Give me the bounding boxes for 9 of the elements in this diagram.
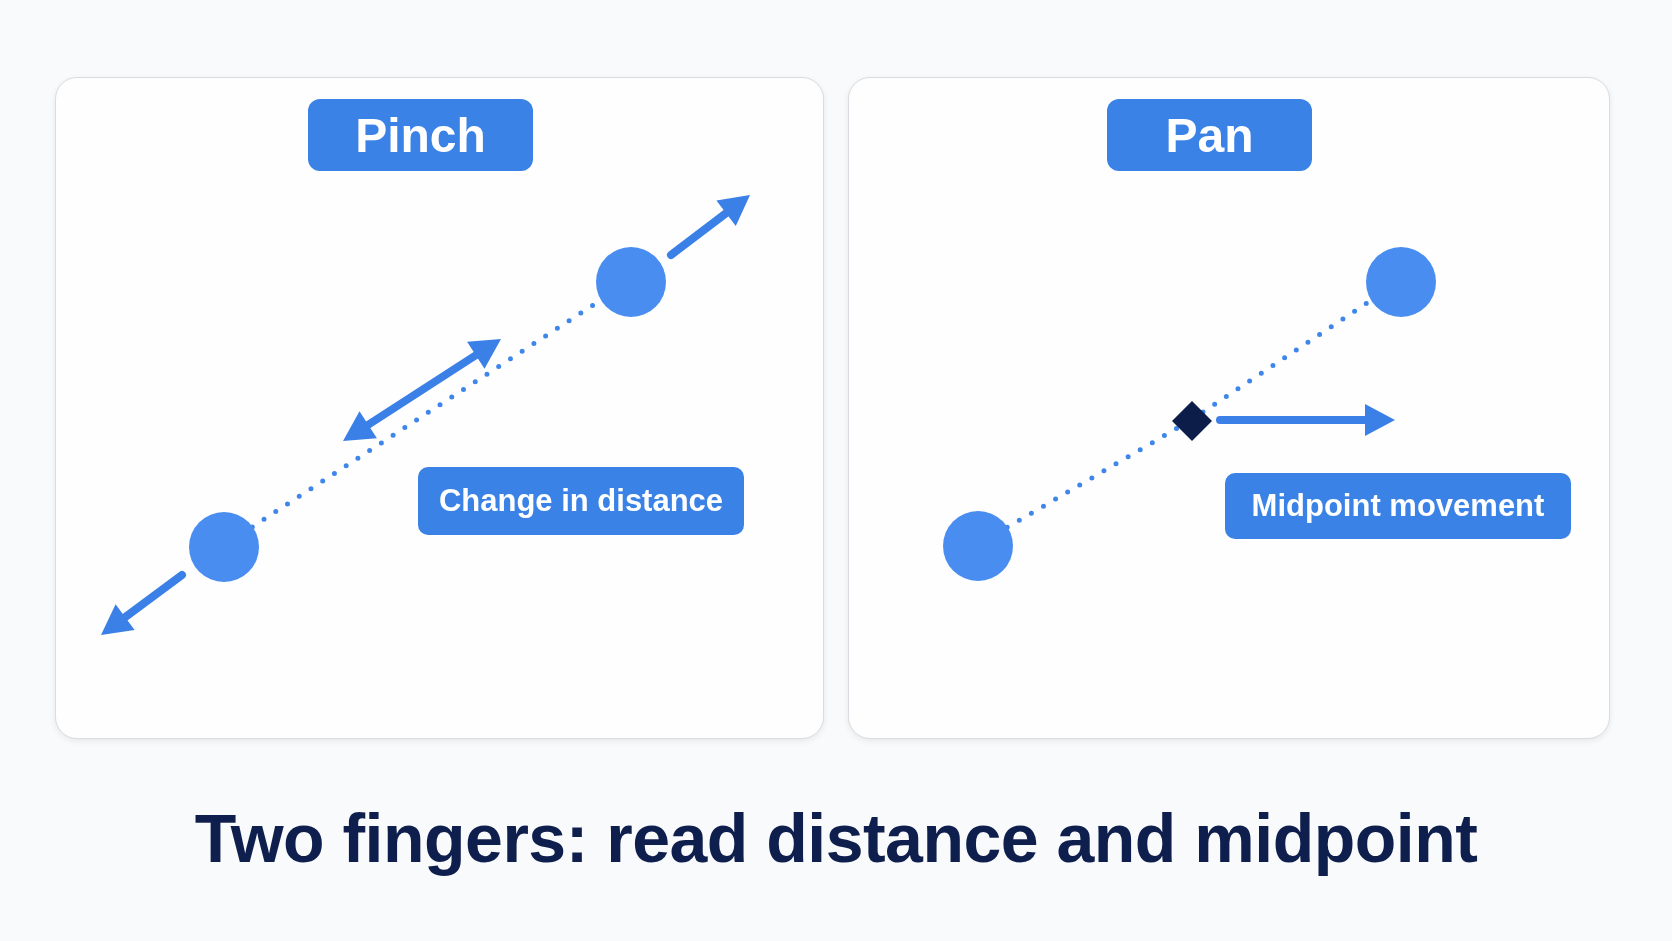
gesture-panel — [848, 77, 1610, 739]
gesture-heading: Pinch — [308, 99, 533, 171]
gesture-heading: Pan — [1107, 99, 1312, 171]
dotted-line — [1004, 424, 1181, 530]
measure-label: Change in distance — [418, 467, 744, 535]
measure-label: Midpoint movement — [1225, 473, 1571, 539]
gesture-panel — [55, 77, 824, 739]
midpoint-diamond — [1172, 401, 1212, 441]
diagram-title: Two fingers: read distance and midpoint — [193, 799, 1479, 878]
